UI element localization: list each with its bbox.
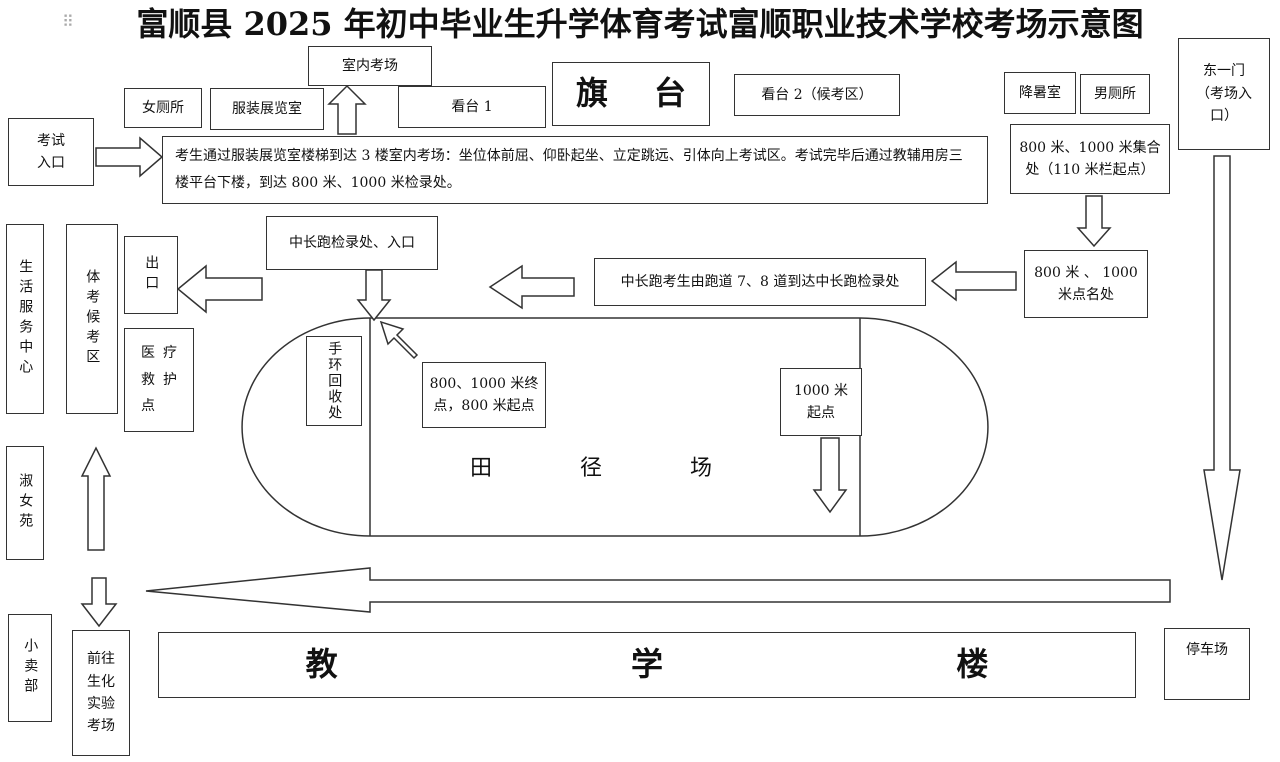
arrow-right-icon <box>95 136 164 178</box>
flag-platform-char: 台 <box>653 74 686 113</box>
arrow-down-icon <box>1076 195 1112 248</box>
medical-char: 医 <box>141 345 155 362</box>
start-1000m-box: 1000 米 起点 <box>780 368 862 436</box>
medical-point-box: 医 疗 救 护 点 <box>124 328 194 432</box>
arrow-left-icon <box>488 264 575 310</box>
exit-box: 出口 <box>124 236 178 314</box>
assembly-line: 处（110 米栏起点） <box>1025 162 1155 178</box>
medical-char: 疗 <box>163 345 177 362</box>
cooling-room-box: 降暑室 <box>1004 72 1076 114</box>
medical-char: 点 <box>141 398 155 415</box>
clothing-hall-box: 服装展览室 <box>210 88 324 130</box>
drag-handle-icon[interactable]: ⠿ <box>62 12 74 31</box>
arrow-up-icon <box>80 446 112 551</box>
track-field-label: 田 <box>470 456 495 481</box>
wristband-return-box: 手环回收处 <box>306 336 362 426</box>
chemistry-line: 前往 <box>87 651 115 668</box>
arrow-down-icon <box>80 577 118 628</box>
pe-waiting-area-box: 体考候考区 <box>66 224 118 414</box>
chemistry-line: 生化 <box>87 673 115 690</box>
finish-line: 800、1000 米终 <box>429 375 539 392</box>
life-service-center-box: 生活服务中心 <box>6 224 44 414</box>
teaching-building-char: 楼 <box>956 645 989 684</box>
medical-char: 救 <box>141 371 155 388</box>
teaching-building-char: 学 <box>630 645 663 684</box>
chemistry-exam-box: 前往 生化 实验 考场 <box>72 630 130 756</box>
arrow-up-icon <box>327 84 367 135</box>
track-field-label: 径 <box>580 456 605 481</box>
east-gate-line: （考场入 <box>1196 85 1252 102</box>
east-gate-line: 口） <box>1210 108 1238 125</box>
exam-instructions-note: 考生通过服装展览室楼梯到达 3 楼室内考场：坐位体前屈、仰卧起坐、立定跳远、引体… <box>162 136 988 204</box>
arrow-left-icon <box>930 260 1017 302</box>
exam-entry-line: 入口 <box>37 155 65 171</box>
shop-box: 小卖部 <box>8 614 52 722</box>
exam-entry-line: 考试 <box>37 132 65 149</box>
rollcall-line: 米点名处 <box>1058 287 1114 303</box>
page-title: 富顺县 2025 年初中毕业生升学体育考试富顺职业技术学校考场示意图 <box>136 5 1144 43</box>
mid-distance-checkin-box: 中长跑检录处、入口 <box>266 216 438 270</box>
arrow-down-icon <box>812 437 848 514</box>
arrow-left-icon <box>176 264 263 314</box>
flag-platform-box: 旗 台 <box>552 62 710 126</box>
start-1000m-line: 起点 <box>807 405 835 421</box>
mid-distance-route-box: 中长跑考生由跑道 7、8 道到达中长跑检录处 <box>594 258 926 306</box>
arrow-up-left-icon <box>379 320 419 360</box>
assembly-point-box: 800 米、1000 米集合 处（110 米栏起点） <box>1010 124 1170 194</box>
exam-entry-box: 考试 入口 <box>8 118 94 186</box>
stand-2-box: 看台 2（候考区） <box>734 74 900 116</box>
chemistry-line: 考场 <box>87 718 115 735</box>
arrow-down-icon <box>1203 155 1241 581</box>
rollcall-line: 800 米 、 1000 <box>1034 264 1138 281</box>
teaching-building-char: 教 <box>305 645 338 684</box>
men-toilet-box: 男厕所 <box>1080 74 1150 114</box>
arrow-left-icon <box>145 567 1171 613</box>
teaching-building-box: 教 学 楼 <box>158 632 1136 698</box>
shunvyuan-box: 淑女苑 <box>6 446 44 560</box>
assembly-line: 800 米、1000 米集合 <box>1019 139 1161 156</box>
arrow-down-icon <box>356 269 392 322</box>
track-field-label: 场 <box>690 456 715 481</box>
indoor-exam-box: 室内考场 <box>308 46 432 86</box>
stand-1-box: 看台 1 <box>398 86 546 128</box>
flag-platform-char: 旗 <box>575 74 608 113</box>
chemistry-line: 实验 <box>87 696 115 712</box>
medical-char: 护 <box>163 371 177 388</box>
start-1000m-line: 1000 米 <box>793 382 849 399</box>
finish-line: 点，800 米起点 <box>433 398 535 414</box>
parking-box: 停车场 <box>1164 628 1250 700</box>
women-toilet-box: 女厕所 <box>124 88 202 128</box>
finish-point-box: 800、1000 米终 点，800 米起点 <box>422 362 546 428</box>
east-gate-line: 东一门 <box>1203 63 1245 80</box>
east-gate-box: 东一门 （考场入 口） <box>1178 38 1270 150</box>
rollcall-point-box: 800 米 、 1000 米点名处 <box>1024 250 1148 318</box>
